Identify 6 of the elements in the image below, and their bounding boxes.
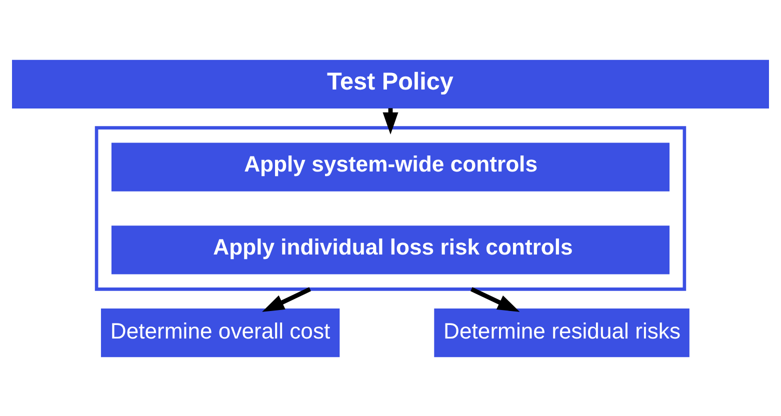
node-box: Apply individual loss risk controls (111, 225, 670, 274)
cluster (94, 126, 686, 290)
node-box: Determine overall cost (100, 308, 340, 357)
node-box: Test Policy (12, 59, 769, 108)
node-box: Apply system-wide controls (111, 142, 670, 191)
node-box: Determine residual risks (434, 308, 690, 357)
